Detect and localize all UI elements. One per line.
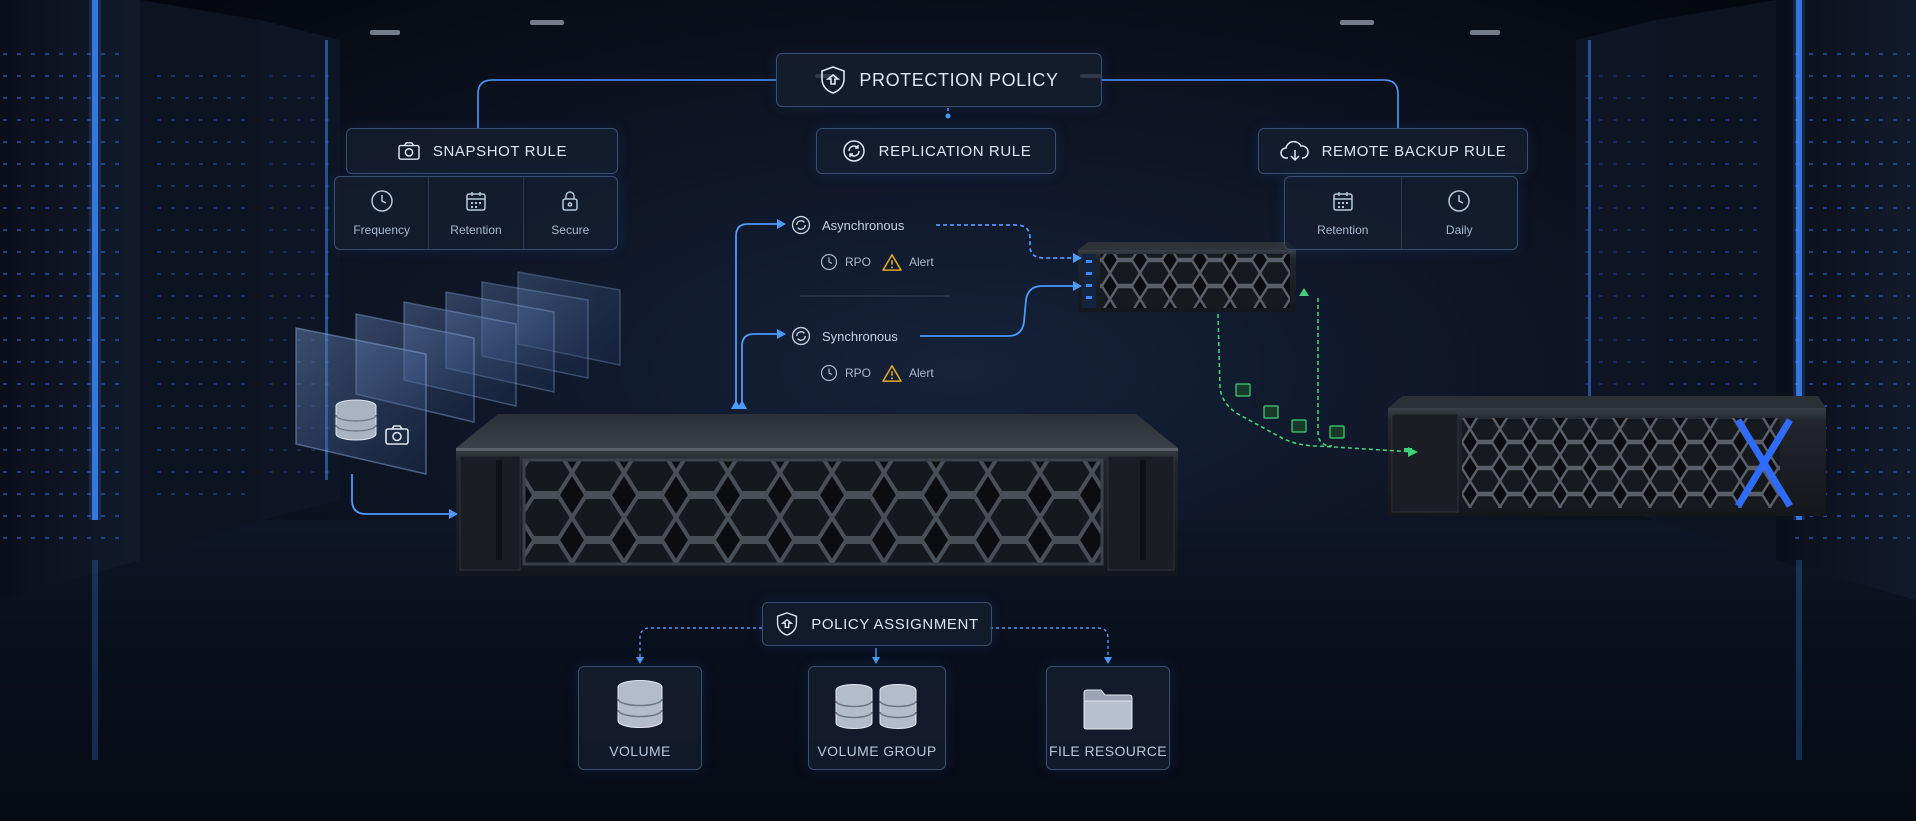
protection-policy-title: PROTECTION POLICY <box>859 69 1059 90</box>
async-alert: Alert <box>882 253 934 271</box>
sync-icon <box>842 140 865 162</box>
snapshot-retention[interactable]: Retention <box>429 177 524 249</box>
remote-backup-rule-title: REMOTE BACKUP RULE <box>1321 142 1507 160</box>
warning-icon <box>882 254 902 271</box>
cloud-download-icon <box>1279 140 1309 162</box>
remote-backup-options: Retention Daily <box>1284 176 1518 250</box>
backup-connectors <box>1217 298 1415 453</box>
clock-icon <box>820 253 838 271</box>
remote-backup-appliance <box>1388 396 1826 516</box>
snapshot-rule-card[interactable]: SNAPSHOT RULE <box>346 128 618 174</box>
warning-icon <box>882 365 902 382</box>
asynchronous-mode[interactable]: Asynchronous <box>790 214 904 236</box>
snapshot-rule-options: Frequency Retention Secure <box>334 176 618 250</box>
snapshot-frequency-label: Frequency <box>353 223 411 237</box>
sync-alert-label: Alert <box>909 366 934 380</box>
resource-volume[interactable]: VOLUME <box>578 666 702 770</box>
sync-icon <box>791 326 811 346</box>
pane-database-icon <box>334 398 384 449</box>
async-alert-label: Alert <box>909 255 934 269</box>
sync-alert: Alert <box>882 364 934 382</box>
folder-icon <box>1083 689 1133 730</box>
policy-assignment-card[interactable]: POLICY ASSIGNMENT <box>762 602 992 646</box>
sync-rpo-label: RPO <box>845 366 872 380</box>
resource-file-label: FILE RESOURCE <box>1049 743 1167 759</box>
snapshot-retention-label: Retention <box>450 223 502 237</box>
asynchronous-label: Asynchronous <box>822 217 905 233</box>
replication-rule-title: REPLICATION RULE <box>878 142 1032 160</box>
snapshot-secure[interactable]: Secure <box>524 177 617 249</box>
async-rpo: RPO <box>820 253 871 271</box>
database-group-icon <box>835 684 917 729</box>
async-rpo-label: RPO <box>845 255 872 269</box>
snapshot-secure-label: Secure <box>551 223 590 237</box>
calendar-icon <box>466 192 486 211</box>
clock-icon <box>820 364 838 382</box>
replication-rule-card[interactable]: REPLICATION RULE <box>816 128 1056 174</box>
remote-backup-rule-card[interactable]: REMOTE BACKUP RULE <box>1258 128 1528 174</box>
backup-daily-label: Daily <box>1445 223 1473 237</box>
clock-icon <box>370 190 393 212</box>
sync-icon <box>791 215 811 235</box>
synchronous-mode[interactable]: Synchronous <box>790 325 898 347</box>
shield-icon <box>777 612 798 636</box>
resource-volume-label: VOLUME <box>609 743 671 759</box>
resource-volume-group-label: VOLUME GROUP <box>817 743 937 759</box>
main-storage-array <box>456 414 1178 576</box>
lock-icon <box>562 191 579 211</box>
clock-icon <box>1448 190 1470 212</box>
shield-icon <box>821 66 846 94</box>
synchronous-label: Synchronous <box>822 328 898 344</box>
replication-target-server <box>1078 242 1296 312</box>
database-icon <box>617 680 663 728</box>
sync-rpo: RPO <box>820 364 871 382</box>
backup-retention[interactable]: Retention <box>1285 177 1402 249</box>
file-transfer-icons <box>1235 383 1345 439</box>
camera-icon <box>398 142 420 160</box>
backup-retention-label: Retention <box>1317 223 1369 237</box>
policy-assignment-title: POLICY ASSIGNMENT <box>811 615 979 633</box>
snapshot-rule-title: SNAPSHOT RULE <box>432 142 568 160</box>
resource-file[interactable]: FILE RESOURCE <box>1046 666 1170 770</box>
replication-connectors <box>351 223 1074 515</box>
resource-volume-group[interactable]: VOLUME GROUP <box>808 666 946 770</box>
snapshot-frequency[interactable]: Frequency <box>335 177 430 249</box>
pane-camera-icon <box>384 424 410 451</box>
protection-policy-card[interactable]: PROTECTION POLICY <box>776 53 1102 107</box>
calendar-icon <box>1333 192 1353 211</box>
backup-daily[interactable]: Daily <box>1402 177 1518 249</box>
